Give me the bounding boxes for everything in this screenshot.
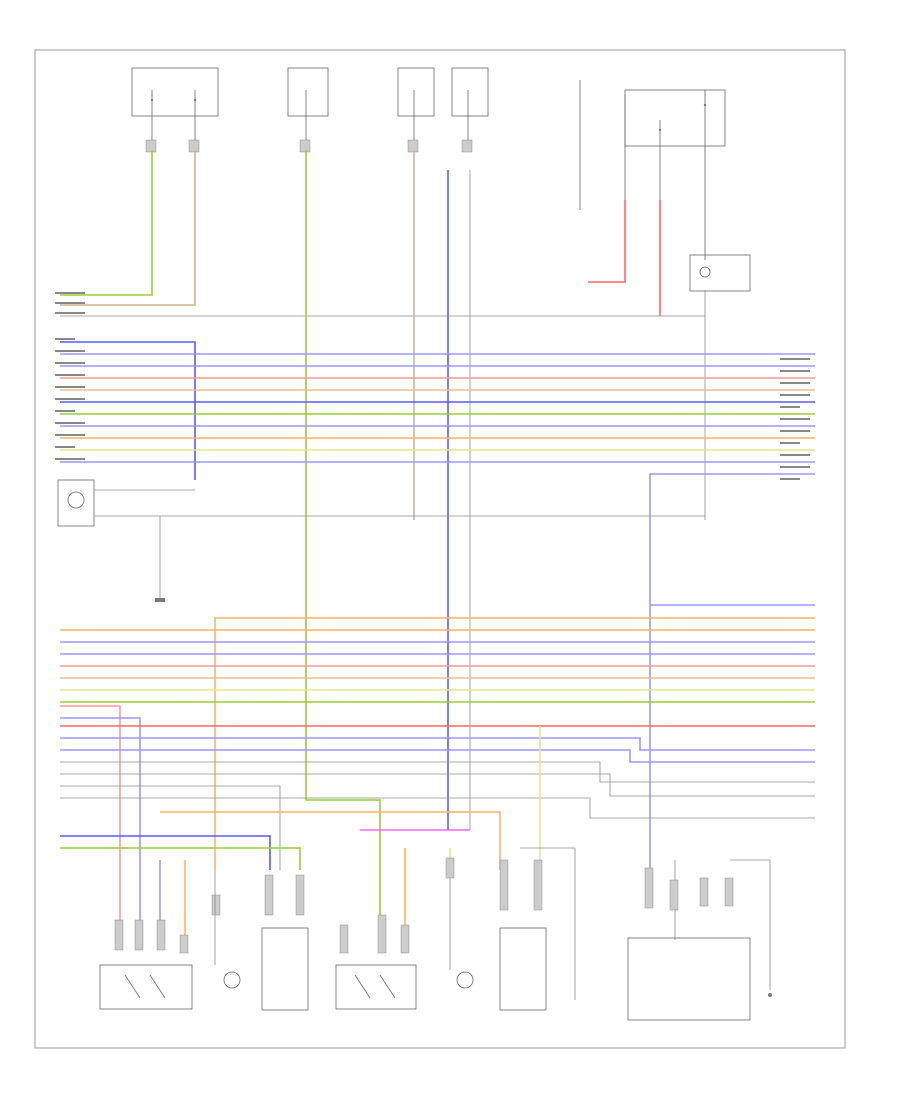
diagram-frame [34, 49, 846, 1049]
top-fuse-block-right-b [451, 67, 489, 153]
lower-bus [60, 604, 815, 920]
right-sliding-motor [445, 857, 474, 989]
bottom-left-feeds [60, 835, 771, 1000]
door-module-connector [689, 254, 751, 292]
position-sensor [768, 993, 772, 997]
left-sliding-switch [99, 919, 193, 1010]
right-sliding-switch [335, 914, 417, 1010]
right-motor-block [499, 859, 547, 1011]
top-fuse-block-center [287, 67, 329, 153]
ground-right-module [627, 867, 751, 1021]
wire-label-ticks [55, 292, 810, 480]
top-fuse-block-right-a [397, 67, 435, 153]
mid-connector [57, 479, 705, 602]
upper-feeds [60, 150, 706, 830]
upper-bus [60, 341, 815, 605]
left-sliding-motor [211, 870, 241, 989]
left-motor-block [261, 874, 309, 1011]
top-relay-block [579, 80, 726, 260]
top-fuse-block-left [131, 67, 219, 153]
